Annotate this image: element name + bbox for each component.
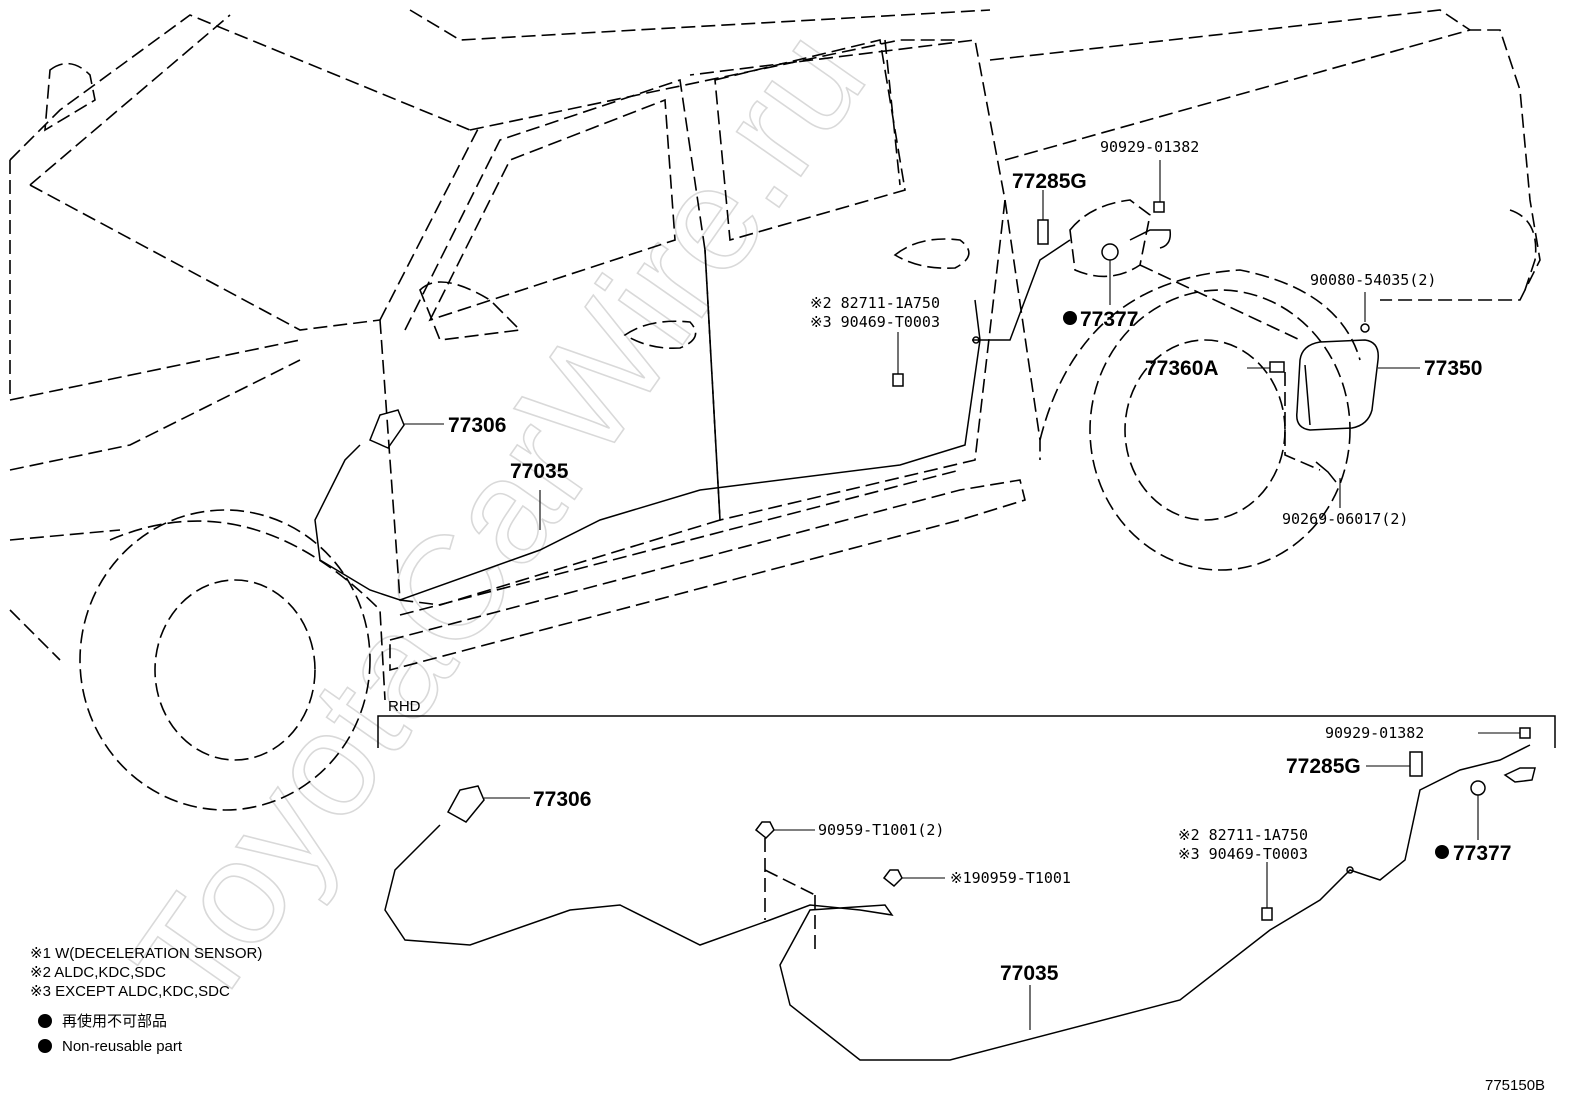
section-label-rhd: RHD: [388, 698, 421, 715]
clip-90929-lower: [1519, 727, 1531, 739]
fuel-opener-lever-upper: [369, 409, 405, 449]
upper-cable-assembly: [314, 160, 1420, 601]
fuel-opener-cable-upper: [314, 299, 981, 601]
clip-90959-a: [754, 821, 775, 840]
legend-bullet-icon-en: [38, 1039, 52, 1053]
legend-bullet-icon-jp: [38, 1014, 52, 1028]
label-note2-lower: ※2 82711-1A750: [1178, 826, 1308, 844]
hinge-77360a: [1269, 361, 1285, 373]
legend: ※1 W(DECELERATION SENSOR) ※2 ALDC,KDC,SD…: [30, 945, 262, 1055]
rhd-section: [377, 715, 1556, 1061]
label-77377-upper: 77377: [1080, 308, 1138, 331]
legend-bullet-en: Non-reusable part: [62, 1038, 183, 1055]
label-note3-upper: ※3 90469-T0003: [810, 313, 940, 331]
part-labels: 77306 77035 77285G 90929-01382 77377 900…: [388, 138, 1511, 985]
legend-note-1: ※1 W(DECELERATION SENSOR): [30, 945, 262, 962]
lock-77377-upper: [1101, 243, 1119, 261]
label-77306-lower: 77306: [533, 788, 591, 811]
legend-bullet-jp: 再使用不可部品: [62, 1013, 167, 1030]
watermark: ToyotaCarWire.ru: [101, 1, 897, 1039]
label-90959-1: ※190959-T1001: [950, 869, 1071, 887]
vehicle-outline: [9, 9, 1541, 811]
fuel-opener-cable-lower: [384, 744, 1531, 1061]
fuel-filler-lid: [1296, 339, 1379, 431]
label-77350: 77350: [1424, 357, 1482, 380]
label-90959-2: 90959-T1001(2): [818, 821, 944, 839]
non-reusable-marker-lower: [1435, 845, 1449, 859]
label-90269: 90269-06017(2): [1282, 510, 1408, 528]
fuel-opener-lever-lower: [446, 785, 485, 823]
label-note3-lower: ※3 90469-T0003: [1178, 845, 1308, 863]
label-77377-lower: 77377: [1453, 842, 1511, 865]
label-note2-upper: ※2 82711-1A750: [810, 294, 940, 312]
bracket-77285g-lower: [1409, 751, 1423, 777]
screw-90080: [1360, 323, 1370, 333]
clip-90959-b: [882, 869, 903, 888]
non-reusable-marker-upper: [1063, 311, 1077, 325]
screw-90269: [1315, 461, 1337, 483]
label-90929-upper: 90929-01382: [1100, 138, 1199, 156]
label-77035-lower: 77035: [1000, 962, 1059, 985]
bracket-77285g-upper: [1037, 219, 1049, 245]
label-77035-upper: 77035: [510, 460, 569, 483]
lock-77377-lower: [1470, 780, 1486, 796]
figure-id: 775150B: [1485, 1077, 1545, 1094]
clamp-lower: [1261, 907, 1273, 921]
clamp-upper: [892, 373, 904, 387]
label-90929-lower: 90929-01382: [1325, 724, 1424, 742]
label-77285g-lower: 77285G: [1286, 755, 1361, 778]
label-77360a: 77360A: [1145, 357, 1219, 380]
label-77306-upper: 77306: [448, 414, 506, 437]
label-77285g-upper: 77285G: [1012, 170, 1087, 193]
label-90080: 90080-54035(2): [1310, 271, 1436, 289]
legend-note-2: ※2 ALDC,KDC,SDC: [30, 964, 166, 981]
clip-90929-upper: [1153, 201, 1165, 213]
legend-note-3: ※3 EXCEPT ALDC,KDC,SDC: [30, 983, 230, 1000]
